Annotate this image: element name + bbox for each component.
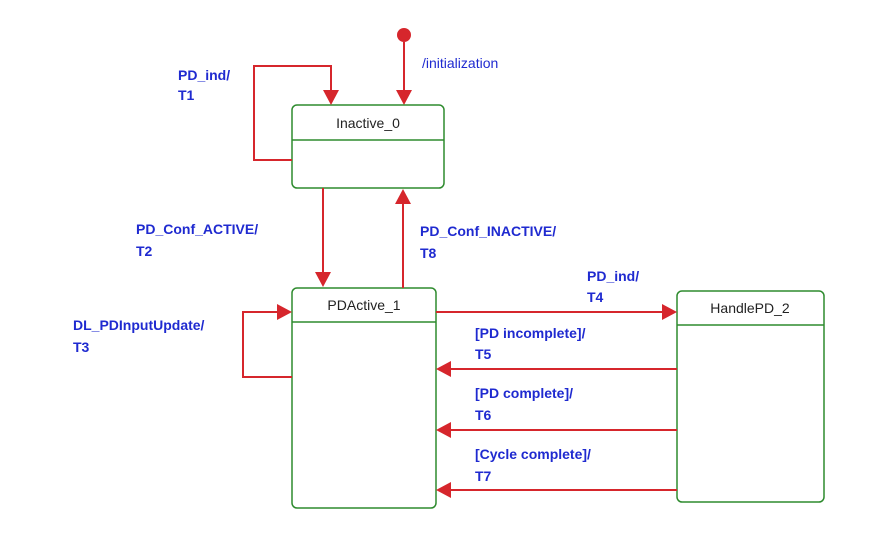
transition-t1-label-line2: T1 xyxy=(178,87,195,103)
transition-t6-label-line2: T6 xyxy=(475,407,492,423)
state-pdactive-box xyxy=(291,287,437,509)
transition-t4-label-line1: PD_ind/ xyxy=(587,268,639,284)
transition-t5-arrowhead xyxy=(436,361,451,377)
transition-t1-label-line1: PD_ind/ xyxy=(178,67,230,83)
transition-t8-arrowhead xyxy=(395,189,411,204)
transition-t2-label-line1: PD_Conf_ACTIVE/ xyxy=(136,221,258,237)
transition-t3-label-line2: T3 xyxy=(73,339,90,355)
transition-t6-label-line1: [PD complete]/ xyxy=(475,385,573,401)
state-handlepd: HandlePD_2 xyxy=(676,290,825,503)
state-pdactive: PDActive_1 xyxy=(291,287,437,509)
transition-t1-line xyxy=(253,65,332,161)
initial-transition-arrowhead xyxy=(396,90,412,105)
state-inactive-name: Inactive_0 xyxy=(336,115,400,131)
transition-t2-label-line2: T2 xyxy=(136,243,153,259)
transition-t7-arrowhead xyxy=(436,482,451,498)
transition-t8-label-line2: T8 xyxy=(420,245,437,261)
transition-t3-label-line1: DL_PDInputUpdate/ xyxy=(73,317,205,333)
transition-t1-arrowhead xyxy=(323,90,339,105)
state-inactive: Inactive_0 xyxy=(291,104,445,189)
transition-t2-arrowhead xyxy=(315,272,331,287)
transition-t6-arrowhead xyxy=(436,422,451,438)
transition-t4-arrowhead xyxy=(662,304,677,320)
state-pdactive-name: PDActive_1 xyxy=(327,297,400,313)
transition-t8-label-line1: PD_Conf_INACTIVE/ xyxy=(420,223,556,239)
state-handlepd-box xyxy=(676,290,825,503)
transition-t3-line xyxy=(242,311,292,378)
transition-t3-arrowhead xyxy=(277,304,292,320)
state-handlepd-name: HandlePD_2 xyxy=(710,300,790,316)
transition-t5-label-line1: [PD incomplete]/ xyxy=(475,325,586,341)
initial-state-dot xyxy=(397,28,411,42)
transition-t5-label-line2: T5 xyxy=(475,346,492,362)
transition-t7-label-line2: T7 xyxy=(475,468,492,484)
state-inactive-box xyxy=(291,104,445,189)
transition-t4-label-line2: T4 xyxy=(587,289,604,305)
initial-transition-label: /initialization xyxy=(422,55,498,71)
transition-t7-label-line1: [Cycle complete]/ xyxy=(475,446,591,462)
